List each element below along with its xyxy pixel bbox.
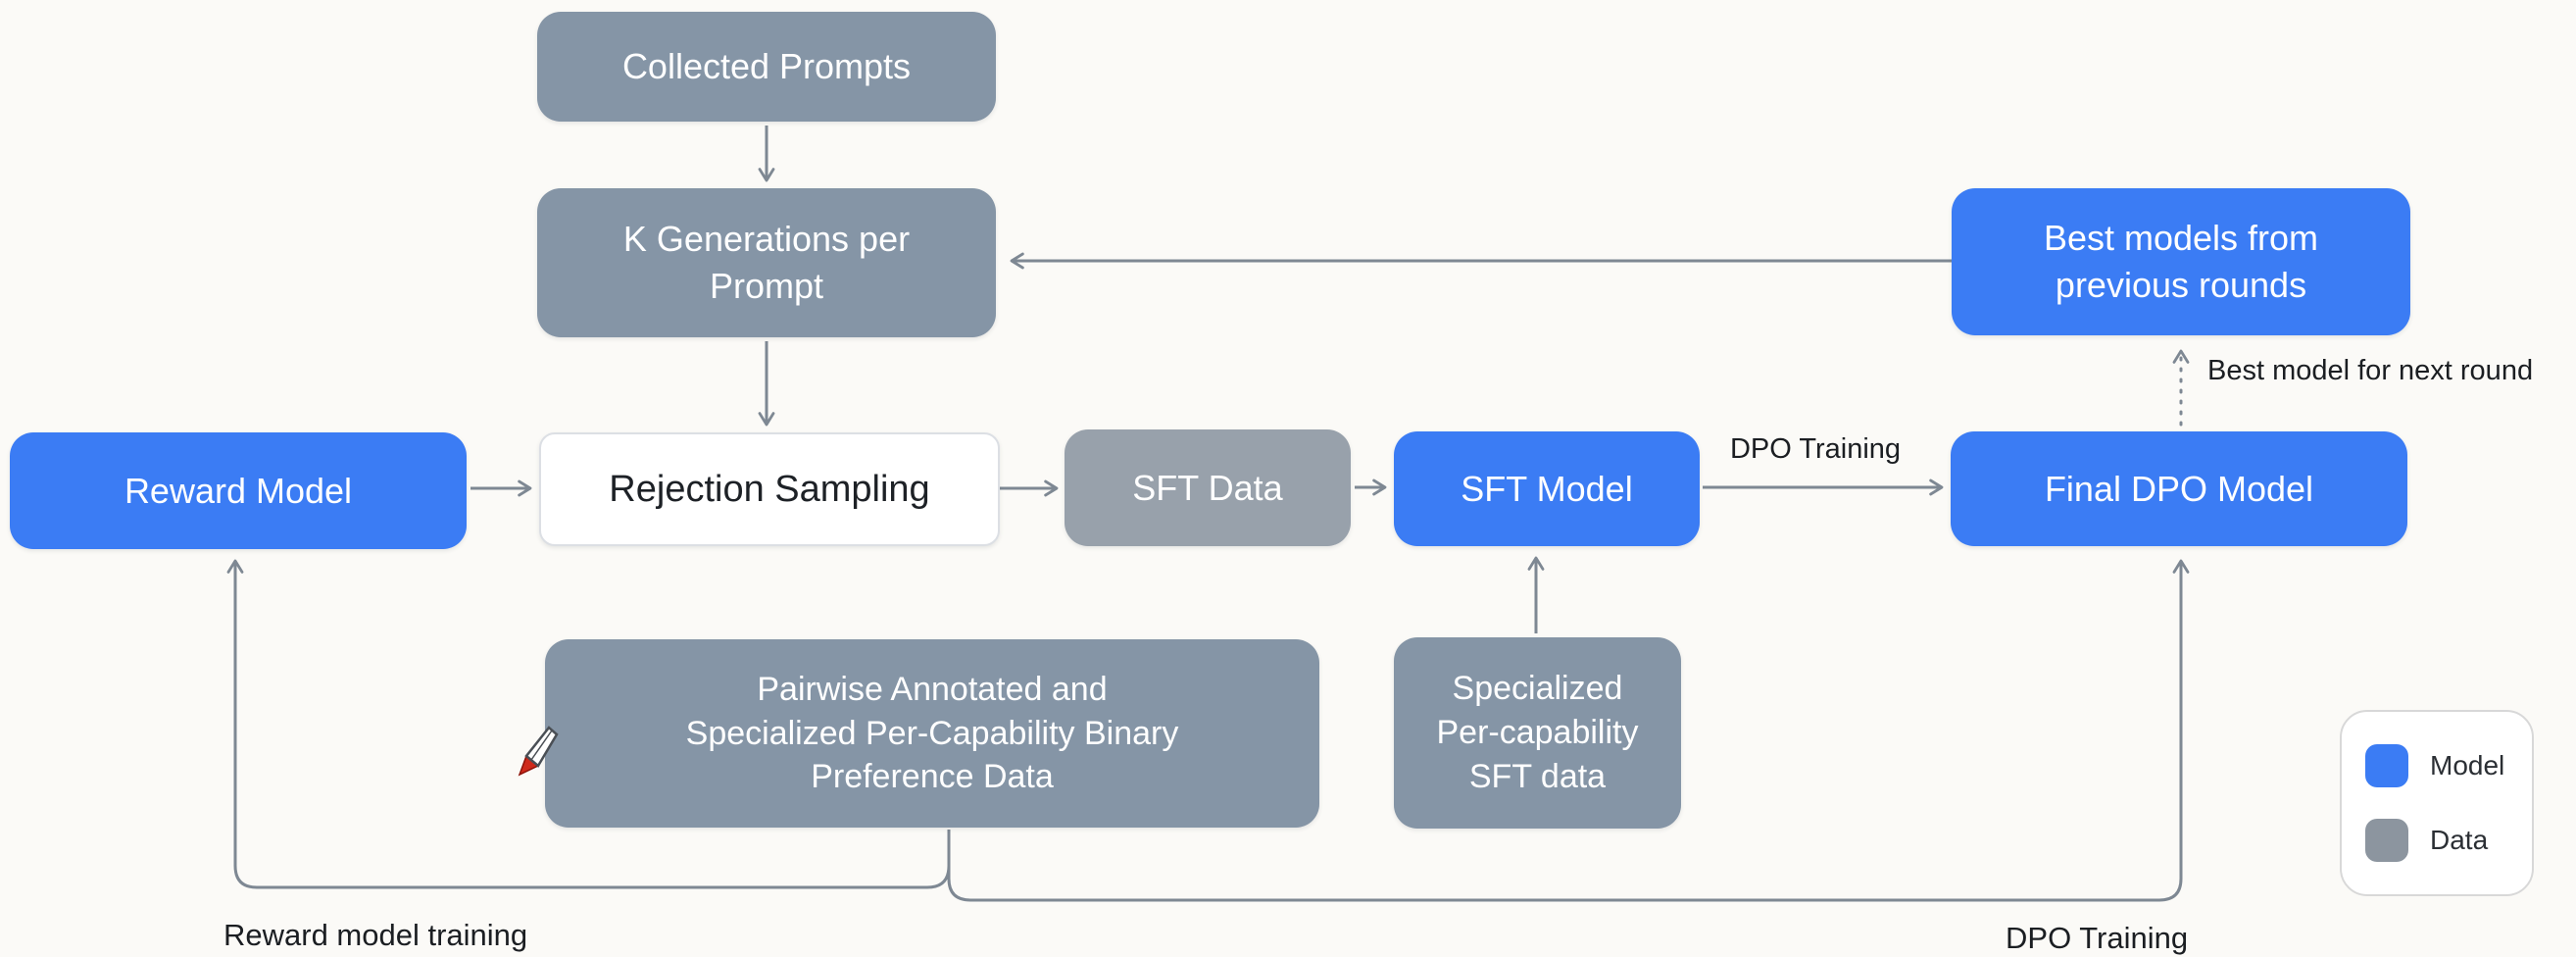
- node-collected-prompts: Collected Prompts: [537, 12, 996, 122]
- node-label: Collected Prompts: [621, 46, 912, 87]
- node-label: SFT Model: [1461, 468, 1633, 509]
- node-label: SFT Data: [1132, 467, 1283, 508]
- node-final-dpo-model: Final DPO Model: [1951, 431, 2407, 546]
- model-color-swatch: [2365, 744, 2408, 787]
- node-sft-data: SFT Data: [1065, 429, 1351, 546]
- node-sft-model: SFT Model: [1394, 431, 1700, 546]
- node-reward-model: Reward Model: [10, 432, 467, 549]
- legend-label: Data: [2430, 825, 2489, 855]
- edge-label-best-model-next-round: Best model for next round: [2207, 355, 2534, 386]
- pencil-cursor-icon: [518, 726, 559, 777]
- edge-label-dpo-training-bottom: DPO Training: [2006, 921, 2189, 955]
- node-label: Reward Model: [124, 470, 353, 511]
- legend: Model Data: [2340, 710, 2534, 896]
- legend-item-model: Model: [2365, 744, 2508, 787]
- edge-label-dpo-training: DPO Training: [1729, 433, 1902, 465]
- node-label: Specialized Per-capability SFT data: [1436, 670, 1639, 795]
- path-dpo-training: [947, 559, 2190, 902]
- edge-label-reward-model-training: Reward model training: [223, 918, 528, 952]
- node-specialized-sft-data: Specialized Per-capability SFT data: [1394, 637, 1681, 829]
- node-best-models-previous-rounds: Best models from previous rounds: [1952, 188, 2410, 335]
- node-k-generations-per-prompt: K Generations per Prompt: [537, 188, 996, 337]
- legend-item-data: Data: [2365, 819, 2508, 862]
- data-color-swatch: [2365, 819, 2408, 862]
- node-label: Best models from previous rounds: [2043, 218, 2319, 305]
- node-label: Pairwise Annotated and Specialized Per-C…: [685, 670, 1179, 796]
- node-label: K Generations per Prompt: [622, 219, 911, 306]
- node-label: Rejection Sampling: [609, 468, 930, 510]
- node-rejection-sampling: Rejection Sampling: [539, 432, 1000, 546]
- legend-label: Model: [2430, 750, 2505, 781]
- node-pairwise-preference-data: Pairwise Annotated and Specialized Per-C…: [545, 639, 1319, 828]
- node-label: Final DPO Model: [2044, 468, 2314, 509]
